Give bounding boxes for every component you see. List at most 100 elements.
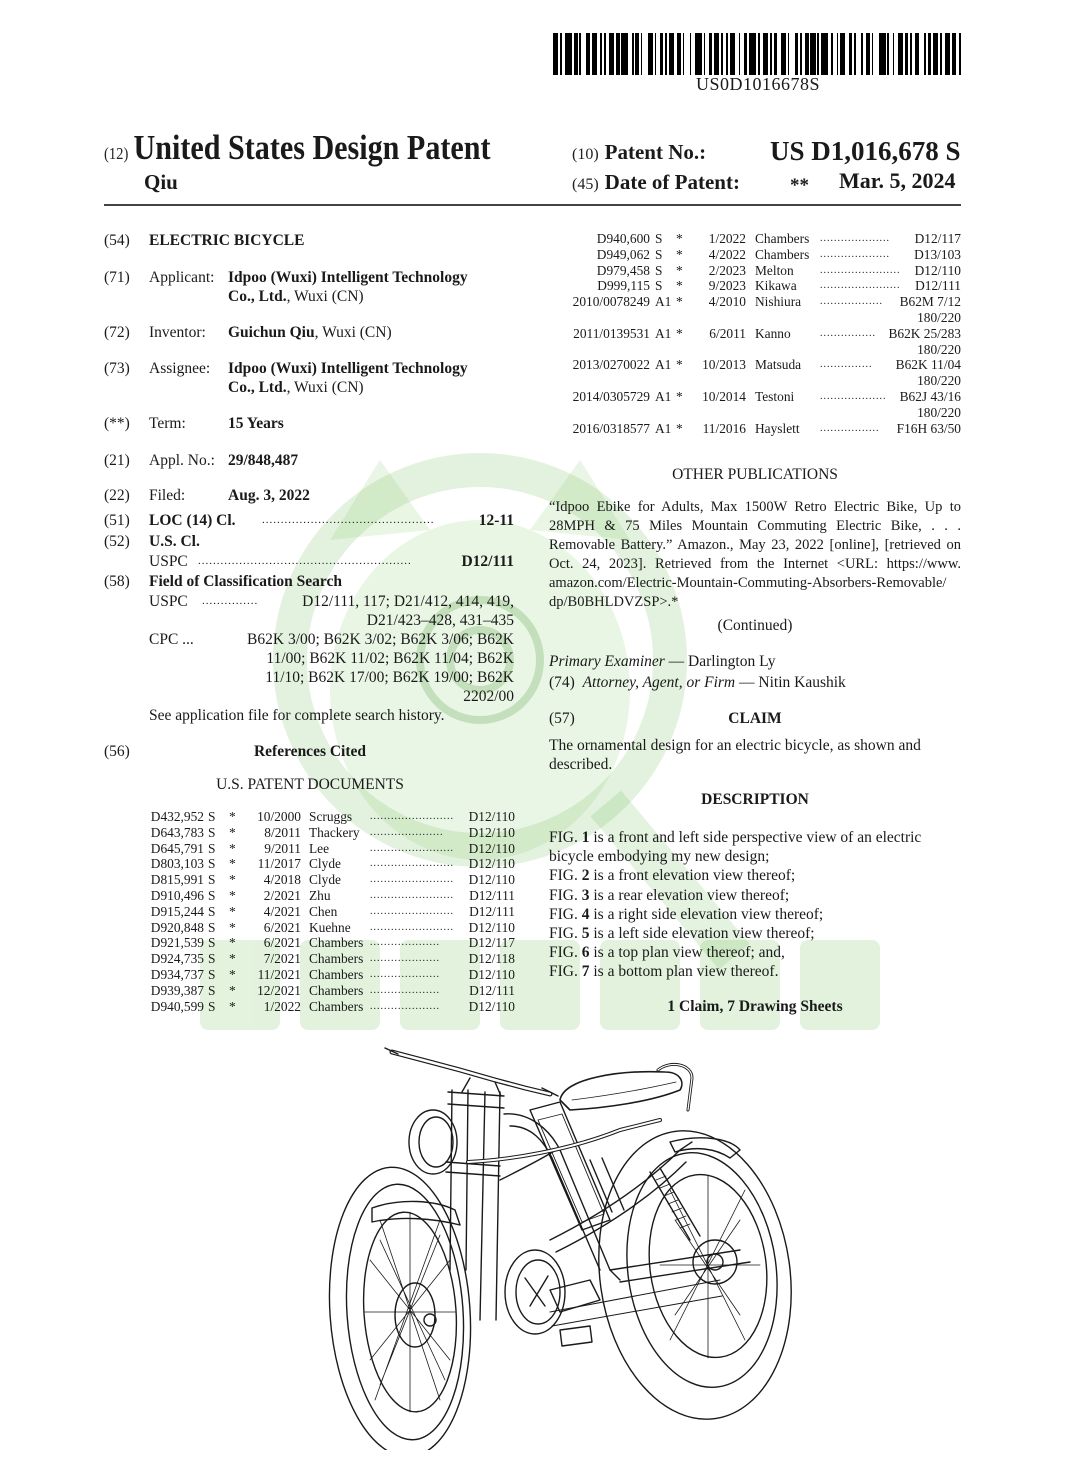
figure-description: FIG. 6 is a top plan view thereof; and,	[549, 944, 785, 962]
reference-date: 9/2011	[264, 840, 301, 856]
reference-star: *	[676, 278, 683, 294]
reference-inventor: Kikawa	[755, 278, 797, 294]
reference-date: 6/2011	[709, 325, 746, 341]
reference-dots: ............................	[370, 905, 453, 917]
date-of-patent: Mar. 5, 2024	[839, 168, 956, 193]
reference-class: D12/110	[468, 998, 515, 1014]
barcode-number: US0D1016678S	[695, 74, 821, 94]
reference-number: 2010/0078249	[572, 294, 650, 310]
reference-inventor: Chambers	[309, 982, 364, 998]
reference-class: D12/117	[468, 935, 515, 951]
reference-number: D999,115	[597, 278, 650, 294]
reference-kind: A1	[655, 294, 672, 310]
reference-kind: S	[208, 856, 216, 872]
patent-no-label: (10)Patent No.:	[572, 140, 707, 164]
attorney-name: Nitin Kaushik	[758, 674, 846, 691]
reference-inventor: Testoni	[755, 388, 795, 404]
reference-star: *	[229, 903, 236, 919]
reference-inventor: Chambers	[755, 231, 810, 246]
figure-number: 6	[581, 944, 590, 962]
reference-inventor: Chambers	[309, 966, 364, 982]
reference-dots: ...............	[820, 359, 873, 371]
reference-kind: S	[655, 278, 663, 294]
continued-note: (Continued)	[717, 617, 793, 634]
reference-number: D643,783	[150, 824, 204, 840]
reference-class-secondary: 180/220	[917, 373, 961, 389]
reference-class: D12/111	[469, 887, 515, 903]
reference-date: 11/2017	[257, 856, 301, 872]
reference-inventor: Thackery	[309, 824, 360, 840]
reference-kind: S	[208, 982, 216, 998]
invention-title: ELECTRIC BICYCLE	[149, 232, 305, 249]
reference-inventor: Chen	[309, 903, 338, 919]
reference-star: *	[676, 262, 683, 278]
reference-number: D921,539	[150, 935, 204, 951]
reference-dots: ........................	[820, 280, 899, 292]
reference-date: 2/2023	[708, 262, 746, 278]
search-history-note: See application file for complete search…	[149, 707, 445, 724]
field-applicant: (71) Applicant: Idpoo (Wuxi) Intelligent…	[104, 269, 468, 305]
appl-no-value: 29/848,487	[228, 452, 299, 469]
reference-inventor: Scruggs	[309, 809, 353, 824]
reference-date: 2/2021	[263, 887, 301, 903]
figure-number: 1	[581, 829, 590, 846]
reference-dots: .........................	[370, 921, 453, 933]
figure-description: FIG. 1 is a front and left side perspect…	[549, 829, 922, 846]
figure-number: 5	[581, 925, 590, 943]
reference-row-continuation: 180/220	[0, 310, 1080, 326]
reference-kind: S	[208, 887, 216, 903]
reference-date: 11/2021	[257, 966, 301, 982]
reference-date: 6/2021	[263, 935, 301, 951]
reference-number: D910,496	[150, 887, 204, 903]
reference-kind: S	[208, 840, 216, 856]
reference-class: F16H 63/50	[896, 420, 961, 436]
reference-date: 4/2022	[708, 246, 746, 262]
figure-number: 4	[581, 905, 590, 923]
inventor-surname: Qiu	[144, 170, 178, 194]
reference-date: 4/2021	[263, 903, 301, 919]
electric-bicycle-drawing	[328, 1047, 792, 1450]
reference-inventor: Chambers	[755, 246, 810, 262]
other-publication-citation: “Idpoo Ebike for Adults, Max 1500W Retro…	[549, 499, 961, 610]
reference-star: *	[229, 872, 236, 888]
reference-class: D12/110	[468, 856, 515, 872]
reference-inventor: Hayslett	[755, 420, 800, 436]
figure-description: FIG. 3 is a rear elevation view thereof;	[549, 886, 790, 904]
inventor-name: Guichun Qiu	[228, 324, 315, 341]
figure-description: FIG. 4 is a right side elevation view th…	[549, 905, 824, 923]
reference-star: *	[676, 231, 683, 246]
figure-description: FIG. 2 is a front elevation view thereof…	[549, 867, 796, 885]
us-patent-documents-heading: U.S. PATENT DOCUMENTS	[216, 776, 404, 793]
reference-star: *	[676, 420, 683, 436]
reference-date: 11/2016	[702, 420, 746, 436]
reference-number: D939,387	[150, 982, 204, 998]
reference-date: 7/2021	[263, 951, 301, 967]
reference-row: D999,115 S * 9/2023 Kikawa..................…	[0, 278, 1080, 294]
reference-inventor: Clyde	[309, 856, 341, 872]
reference-kind: S	[208, 998, 216, 1014]
reference-kind: S	[208, 951, 216, 967]
reference-dots: ..............................	[370, 889, 453, 901]
figure-number: 3	[581, 886, 590, 904]
reference-kind: S	[208, 966, 216, 982]
reference-inventor: Melton	[755, 262, 794, 278]
reference-dots: ....................	[370, 937, 440, 949]
field-us-cl: (52) U.S. Cl. USPC .....................…	[104, 533, 514, 570]
us-cl-value: D12/111	[461, 553, 514, 570]
reference-kind: S	[208, 935, 216, 951]
field-assignee: (73) Assignee: Idpoo (Wuxi) Intelligent …	[104, 360, 468, 396]
reference-class: D12/110	[468, 872, 515, 888]
reference-inventor: Chambers	[309, 998, 364, 1014]
reference-date: 8/2011	[264, 824, 301, 840]
reference-kind: A1	[655, 388, 672, 404]
reference-date: 9/2023	[708, 278, 746, 294]
